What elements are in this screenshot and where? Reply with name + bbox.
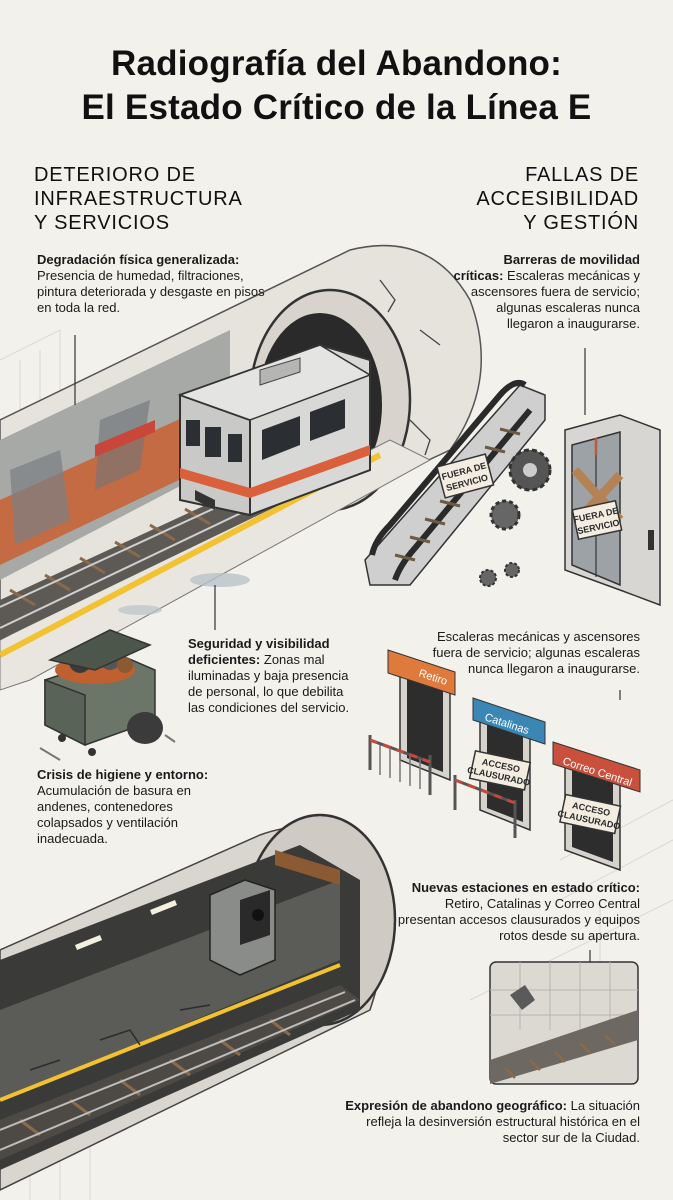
right-heading-line-3: Y GESTIÓN bbox=[523, 212, 639, 234]
callout-title: Seguridad y visibilidad deficientes: bbox=[188, 636, 330, 667]
right-heading-line-2: ACCESIBILIDAD bbox=[476, 188, 639, 210]
callout-new-stations: Nuevas estaciones en estado crítico: Ret… bbox=[395, 880, 640, 944]
callout-body: Zonas mal iluminadas y baja presencia de… bbox=[188, 652, 350, 715]
callout-leader-lines bbox=[74, 335, 621, 962]
callout-hygiene-crisis: Crisis de higiene y entorno: Acumulación… bbox=[37, 767, 227, 847]
callout-body: Presencia de humedad, filtraciones, pint… bbox=[37, 268, 265, 315]
left-heading-line-3: Y SERVICIOS bbox=[34, 212, 170, 234]
callout-body: Escaleras mecánicas y ascensores fuera d… bbox=[432, 629, 640, 676]
title-line-1: Radiografía del Abandono: bbox=[111, 44, 562, 83]
callout-title: Crisis de higiene y entorno: bbox=[37, 767, 209, 782]
upper-tunnel-illustration bbox=[0, 244, 482, 691]
elevator-illustration: FUERA DE SERVICIO bbox=[564, 414, 661, 607]
callout-security-visibility: Seguridad y visibilidad deficientes: Zon… bbox=[188, 636, 360, 716]
escalator-illustration: FUERA DE SERVICIO bbox=[364, 380, 552, 587]
title-line-2: El Estado Crítico de la Línea E bbox=[81, 88, 592, 127]
callout-geographic-abandonment: Expresión de abandono geográfico: La sit… bbox=[340, 1098, 640, 1146]
callout-body: Retiro, Catalinas y Correo Central prese… bbox=[397, 896, 640, 943]
right-heading-line-1: FALLAS DE bbox=[525, 164, 639, 186]
cracked-station-inset bbox=[489, 961, 639, 1085]
lower-tunnel-illustration bbox=[0, 813, 397, 1191]
callout-title: Nuevas estaciones en estado crítico: bbox=[411, 880, 640, 895]
train-illustration bbox=[177, 343, 372, 517]
callout-body: Escaleras mecánicas y ascensores fuera d… bbox=[470, 268, 640, 331]
left-heading-line-1: DETERIORO DE bbox=[34, 164, 196, 186]
left-section-heading: DETERIORO DE INFRAESTRUCTURA Y SERVICIOS bbox=[34, 163, 243, 235]
callout-title: Barreras de movilidad críticas: bbox=[453, 252, 640, 283]
callout-body: Acumulación de basura en andenes, conten… bbox=[37, 783, 191, 846]
right-section-heading: FALLAS DE ACCESIBILIDAD Y GESTIÓN bbox=[476, 163, 639, 235]
dumpster-illustration bbox=[39, 629, 176, 761]
callout-physical-degradation: Degradación física generalizada: Presenc… bbox=[37, 252, 267, 316]
infographic-title: Radiografía del Abandono: El Estado Crít… bbox=[0, 42, 673, 130]
left-heading-line-2: INFRAESTRUCTURA bbox=[34, 188, 243, 210]
callout-escalators-elevators: Escaleras mecánicas y ascensores fuera d… bbox=[430, 629, 640, 677]
callout-title: Expresión de abandono geográfico: bbox=[345, 1098, 567, 1113]
closed-entrances-illustration: Retiro Catalinas ACCESO CLAUSURADO bbox=[368, 649, 641, 872]
callout-mobility-barriers: Barreras de movilidad críticas: Escalera… bbox=[450, 252, 640, 332]
callout-body: La situación refleja la desinversión est… bbox=[366, 1098, 640, 1145]
callout-title: Degradación física generalizada: bbox=[37, 252, 240, 267]
